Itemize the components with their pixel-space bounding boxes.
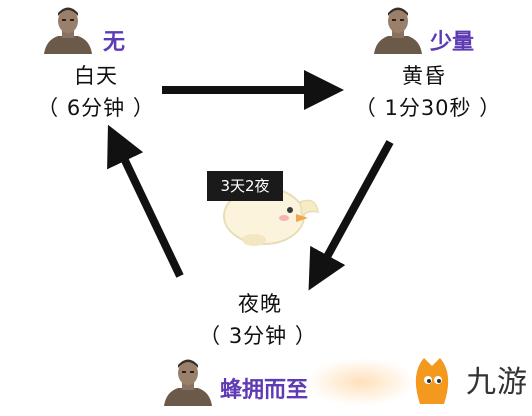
night-phase-name: 夜晚 [238,292,282,316]
dusk-threat-label: 少量 [430,30,475,55]
night-threat-label: 蜂拥而至 [220,378,309,403]
day-phase-duration: （ 6分钟 ） [37,96,155,120]
night-phase-duration: （ 3分钟 ） [199,324,317,348]
day-phase-name: 白天 [74,64,118,88]
dusk-phase-name: 黄昏 [402,64,446,88]
zombie-avatar-icon [160,358,216,406]
chick-mascot-icon [223,187,319,246]
zombie-avatar-icon [40,6,96,54]
arrow-night-to-day [107,124,184,278]
arrow-dusk-to-night [308,140,394,291]
watermark-text: 九游 [466,365,528,400]
day-threat-label: 无 [103,30,126,55]
dusk-phase-duration: （ 1分30秒 ） [354,96,502,120]
cycle-badge: 3天2夜 [207,171,283,201]
zombie-avatar-icon [370,6,426,54]
watermark-glow [306,358,416,406]
jiuyou-logo-icon [415,358,449,404]
